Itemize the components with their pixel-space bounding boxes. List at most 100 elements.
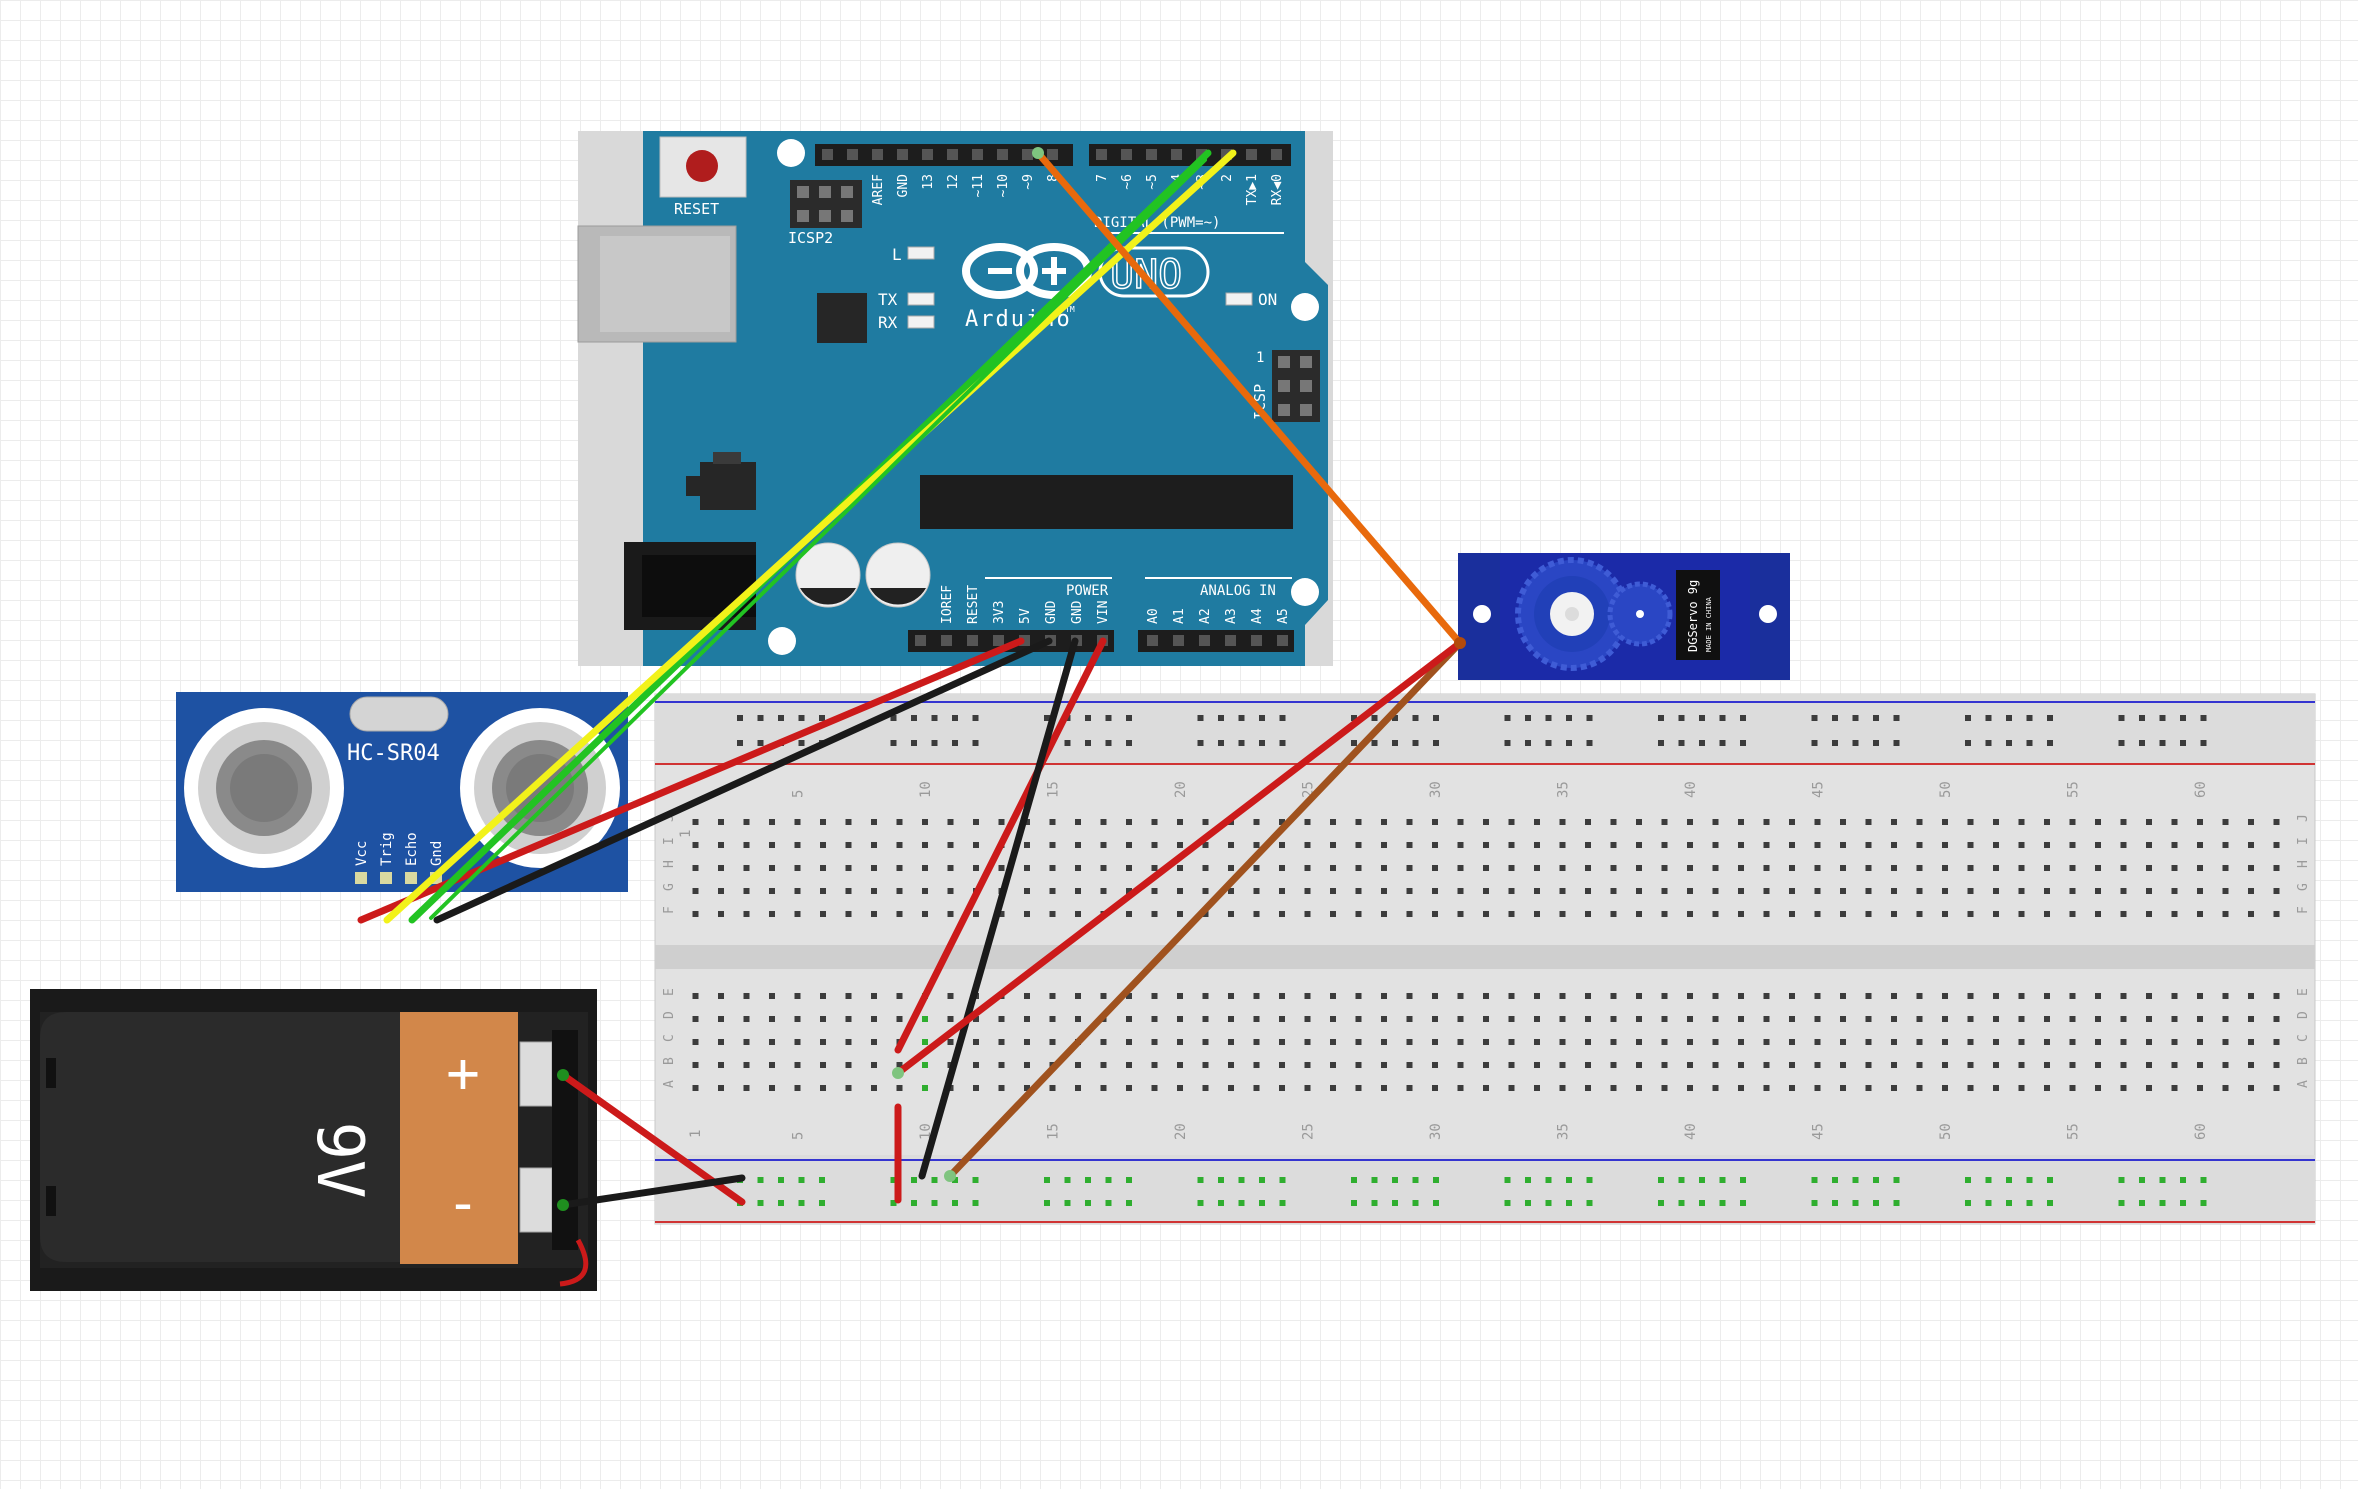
breadboard-hole[interactable] bbox=[1024, 1085, 1030, 1091]
rail-hole[interactable] bbox=[2118, 1200, 2125, 1206]
breadboard-hole[interactable] bbox=[1993, 888, 1999, 894]
breadboard-hole[interactable] bbox=[2248, 1062, 2254, 1068]
breadboard-hole[interactable] bbox=[1024, 993, 1030, 999]
rail-hole[interactable] bbox=[1740, 1177, 1746, 1183]
breadboard-hole[interactable] bbox=[1942, 842, 1948, 848]
breadboard-hole[interactable] bbox=[1993, 842, 1999, 848]
breadboard-hole[interactable] bbox=[692, 911, 699, 917]
breadboard-hole[interactable] bbox=[1585, 911, 1591, 917]
rail-hole[interactable] bbox=[2006, 715, 2012, 721]
breadboard-hole[interactable] bbox=[1610, 842, 1617, 848]
rail-hole[interactable] bbox=[1218, 740, 1224, 746]
breadboard-hole[interactable] bbox=[1228, 888, 1234, 894]
breadboard-hole[interactable] bbox=[1942, 911, 1948, 917]
breadboard-hole[interactable] bbox=[1661, 1039, 1668, 1045]
breadboard-hole[interactable] bbox=[769, 819, 775, 825]
rail-hole[interactable] bbox=[1085, 740, 1091, 746]
breadboard-hole[interactable] bbox=[718, 1062, 724, 1068]
breadboard-hole[interactable] bbox=[1381, 888, 1387, 894]
breadboard-hole[interactable] bbox=[1381, 993, 1387, 999]
rail-hole[interactable] bbox=[972, 1200, 979, 1206]
rail-hole[interactable] bbox=[819, 1177, 825, 1183]
rail-hole[interactable] bbox=[1105, 740, 1112, 746]
wire-green[interactable] bbox=[429, 158, 1207, 920]
rail-hole[interactable] bbox=[1504, 1177, 1511, 1183]
wire-black[interactable] bbox=[559, 1174, 746, 1209]
rail-hole[interactable] bbox=[2200, 715, 2207, 721]
breadboard-hole[interactable] bbox=[1661, 1062, 1668, 1068]
breadboard-hole[interactable] bbox=[1687, 1085, 1693, 1091]
breadboard-hole[interactable] bbox=[2222, 1062, 2229, 1068]
breadboard-hole[interactable] bbox=[845, 1039, 852, 1045]
breadboard-hole[interactable] bbox=[820, 993, 826, 999]
breadboard-hole[interactable] bbox=[896, 819, 903, 825]
breadboard-hole[interactable] bbox=[1304, 1039, 1311, 1045]
breadboard-hole[interactable] bbox=[1636, 1085, 1642, 1091]
breadboard-hole[interactable] bbox=[1712, 888, 1719, 894]
breadboard-hole[interactable] bbox=[1712, 911, 1719, 917]
breadboard-hole[interactable] bbox=[871, 993, 877, 999]
breadboard-hole[interactable] bbox=[1483, 1016, 1489, 1022]
breadboard-hole[interactable] bbox=[1330, 1016, 1336, 1022]
breadboard-hole[interactable] bbox=[1432, 1062, 1438, 1068]
breadboard-hole[interactable] bbox=[2222, 1016, 2229, 1022]
breadboard-hole[interactable] bbox=[2273, 1039, 2280, 1045]
rail-hole[interactable] bbox=[1525, 740, 1531, 746]
rail-hole[interactable] bbox=[2200, 1200, 2207, 1206]
breadboard-hole[interactable] bbox=[1049, 993, 1056, 999]
breadboard-hole[interactable] bbox=[1228, 1039, 1234, 1045]
rail-hole[interactable] bbox=[1893, 740, 1900, 746]
breadboard-hole[interactable] bbox=[1534, 865, 1540, 871]
rail-hole[interactable] bbox=[1259, 1177, 1265, 1183]
rail-hole[interactable] bbox=[1678, 715, 1685, 721]
rail-hole[interactable] bbox=[1504, 740, 1511, 746]
rail-hole[interactable] bbox=[1699, 715, 1705, 721]
rail-hole[interactable] bbox=[1811, 1200, 1818, 1206]
breadboard-hole[interactable] bbox=[2044, 993, 2050, 999]
breadboard-hole[interactable] bbox=[1840, 1016, 1846, 1022]
breadboard-hole[interactable] bbox=[2044, 1062, 2050, 1068]
breadboard-hole[interactable] bbox=[1483, 842, 1489, 848]
rail-hole[interactable] bbox=[2139, 740, 2145, 746]
breadboard-hole[interactable] bbox=[2069, 1016, 2076, 1022]
rail-hole[interactable] bbox=[1392, 1177, 1398, 1183]
breadboard-hole[interactable] bbox=[1126, 911, 1132, 917]
rail-hole[interactable] bbox=[1873, 715, 1879, 721]
rail-hole[interactable] bbox=[1351, 1200, 1357, 1206]
rail-hole[interactable] bbox=[1279, 1200, 1286, 1206]
rail-hole[interactable] bbox=[1586, 715, 1593, 721]
breadboard-hole[interactable] bbox=[1177, 819, 1183, 825]
breadboard-hole[interactable] bbox=[1075, 911, 1081, 917]
breadboard-hole[interactable] bbox=[2273, 993, 2280, 999]
rail-hole[interactable] bbox=[1893, 1177, 1900, 1183]
breadboard-hole[interactable] bbox=[692, 888, 699, 894]
breadboard-hole[interactable] bbox=[1942, 1016, 1948, 1022]
breadboard-hole[interactable] bbox=[845, 993, 852, 999]
breadboard-hole[interactable] bbox=[1814, 911, 1821, 917]
rail-hole[interactable] bbox=[1433, 1177, 1439, 1183]
rail-hole[interactable] bbox=[2047, 1200, 2053, 1206]
breadboard-hole[interactable] bbox=[2171, 1062, 2178, 1068]
breadboard-hole[interactable] bbox=[2069, 819, 2076, 825]
breadboard-hole[interactable] bbox=[1049, 1085, 1056, 1091]
breadboard-hole[interactable] bbox=[1967, 993, 1974, 999]
breadboard-hole[interactable] bbox=[2095, 1062, 2101, 1068]
breadboard-hole[interactable] bbox=[743, 911, 750, 917]
breadboard-hole[interactable] bbox=[2222, 993, 2229, 999]
rail-hole[interactable] bbox=[1126, 1177, 1132, 1183]
breadboard-hole[interactable] bbox=[1789, 819, 1795, 825]
breadboard-hole[interactable] bbox=[794, 993, 801, 999]
breadboard-hole[interactable] bbox=[1789, 842, 1795, 848]
header-pin[interactable] bbox=[972, 149, 983, 160]
breadboard-hole[interactable] bbox=[1100, 865, 1107, 871]
rail-hole[interactable] bbox=[1371, 715, 1378, 721]
breadboard-hole[interactable] bbox=[2095, 1085, 2101, 1091]
breadboard-hole[interactable] bbox=[1508, 888, 1515, 894]
breadboard-hole[interactable] bbox=[1483, 1039, 1489, 1045]
breadboard-hole[interactable] bbox=[2044, 819, 2050, 825]
breadboard-hole[interactable] bbox=[1126, 888, 1132, 894]
breadboard-hole[interactable] bbox=[1763, 888, 1770, 894]
breadboard-hole[interactable] bbox=[1330, 1085, 1336, 1091]
breadboard-hole[interactable] bbox=[2197, 865, 2203, 871]
breadboard-hole[interactable] bbox=[1712, 1016, 1719, 1022]
